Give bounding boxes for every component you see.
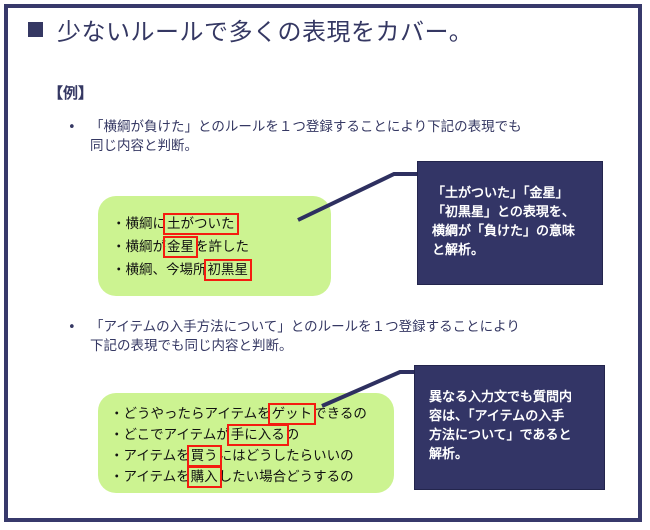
analysis-callout-2: 異なる入力文でも質問内 容は、「アイテムの入手 方法について」であると 解析。 <box>414 365 605 490</box>
example-phrase-line: ・横綱、今場所初黒星 <box>112 259 252 281</box>
phrase-prefix: ・アイテムを <box>110 469 190 485</box>
highlighted-phrase: 初黒星 <box>203 259 252 281</box>
phrase-suffix: できるの <box>313 406 367 422</box>
analysis-callout-1: 「土がついた」「金星」 「初黒星」との表現を、 横綱が「負けた」の意味 と解析。 <box>417 161 603 285</box>
phrase-prefix: ・アイテムを <box>110 448 190 464</box>
highlighted-phrase: 購入 <box>186 466 222 488</box>
bullet-text: 「横綱が負けた」とのルールを１つ登録することにより下記の表現でも 同じ内容と判断… <box>90 119 522 154</box>
phrase-prefix: ・どうやったらアイテムを <box>110 406 271 422</box>
example-phrase-line: ・横綱に土がついた <box>112 213 239 235</box>
phrase-suffix: したい場合どうするの <box>218 469 354 485</box>
example-group-1-phrases: ・横綱に土がついた ・横綱が金星を許した ・横綱、今場所初黒星 <box>98 196 331 296</box>
bullet-marker: • <box>68 120 76 135</box>
bullet-item-1: • 「横綱が負けた」とのルールを１つ登録することにより下記の表現でも 同じ内容と… <box>68 118 608 156</box>
example-phrase-line: ・どこでアイテムが手に入るの <box>110 424 300 446</box>
page-title-text: 少ないルールで多くの表現をカバー。 <box>57 18 474 46</box>
connector-line-1 <box>297 172 424 222</box>
page-title: 少ないルールで多くの表現をカバー。 <box>28 12 473 47</box>
bullet-item-2: • 「アイテムの入手方法について」とのルールを１つ登録することにより 下記の表現… <box>68 318 628 356</box>
example-phrase-line: ・横綱が金星を許した <box>112 236 249 258</box>
example-phrase-line: ・どうやったらアイテムをゲットできるの <box>110 403 367 425</box>
phrase-suffix: にはどうしたらいいの <box>218 448 354 464</box>
bullet-marker: • <box>68 320 76 335</box>
phrase-prefix: ・横綱に <box>112 216 166 232</box>
phrase-suffix: を許した <box>195 239 249 255</box>
phrase-prefix: ・横綱、今場所 <box>112 262 207 278</box>
example-phrase-line: ・アイテムを買うにはどうしたらいいの <box>110 445 354 467</box>
phrase-prefix: ・横綱が <box>112 239 166 255</box>
bullet-text: 「アイテムの入手方法について」とのルールを１つ登録することにより 下記の表現でも… <box>90 319 520 354</box>
highlighted-phrase: ゲット <box>267 403 317 425</box>
highlighted-phrase: 買う <box>186 445 222 467</box>
phrase-prefix: ・どこでアイテムが <box>110 427 230 443</box>
example-label: 【例】 <box>48 84 94 102</box>
phrase-suffix: の <box>285 427 300 443</box>
analysis-text: 異なる入力文でも質問内 容は、「アイテムの入手 方法について」であると 解析。 <box>429 390 573 462</box>
highlighted-phrase: 金星 <box>163 236 198 258</box>
highlighted-phrase: 手に入る <box>226 424 289 446</box>
square-bullet-icon <box>28 22 43 37</box>
highlighted-phrase: 土がついた <box>163 213 239 235</box>
analysis-text: 「土がついた」「金星」 「初黒星」との表現を、 横綱が「負けた」の意味 と解析。 <box>432 186 576 258</box>
example-group-2-phrases: ・どうやったらアイテムをゲットできるの ・どこでアイテムが手に入るの ・アイテム… <box>98 393 394 493</box>
example-phrase-line: ・アイテムを購入したい場合どうするの <box>110 466 354 488</box>
